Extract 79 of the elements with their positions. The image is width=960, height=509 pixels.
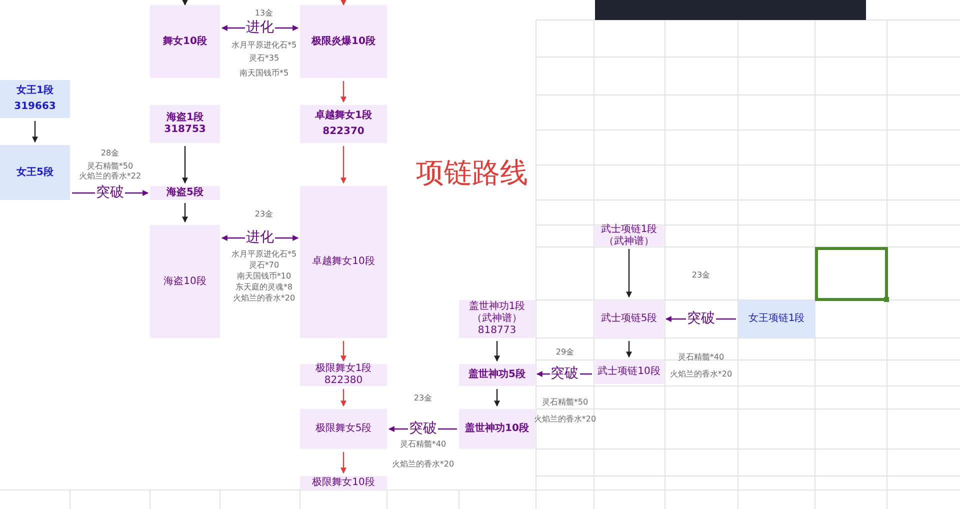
level-box [300,476,387,490]
level-name: 319663 [14,101,56,113]
cost-note: 23金 [692,270,710,280]
edge-label: 突破 [95,185,125,201]
level-name: 舞女10段 [163,36,207,48]
level-box-highlighted [0,80,70,118]
level-name: 极限舞女1段 822380 [314,363,373,387]
cost-note: 23金 [414,392,432,404]
level-name: 海盗1段 318753 [163,112,207,136]
cost-note: 水月平原进化石*5 [231,248,297,260]
edge-label: 突破 [408,421,438,437]
level-box [300,186,387,338]
edge-label: 突破 [550,366,580,382]
edge-label: 突破 [686,311,716,327]
level-name: 海盗5段 [166,187,204,199]
level-box [150,225,220,338]
cost-note: 火焰兰的香水*20 [534,414,596,424]
level-name: 武士项链5段 [600,313,658,325]
level-box [300,409,387,449]
cost-note: 火焰兰的香水*20 [232,292,296,304]
arrow [182,0,188,6]
level-name: 女王5段 [16,166,54,178]
level-box [459,300,535,338]
level-name: 女王项链1段 [748,313,805,325]
cost-note: 东天庭的灵魂*8 [235,282,293,292]
level-box-highlighted [0,145,70,200]
edge-label: 进化 [245,230,275,246]
level-name: 卓越舞女1段 [315,110,372,122]
level-name: 盖世神功5段 [468,369,526,381]
level-name: 极限舞女10段 [312,477,375,489]
level-name: 极限舞女5段 [315,423,372,435]
cost-note: 13金 [254,8,274,18]
arrow [182,203,188,223]
level-name: 海盗10段 [164,276,206,288]
level-box-highlighted [738,300,815,338]
arrow [340,341,346,362]
level-box [459,364,535,386]
level-name: 盖世神功1段（武神谱） 818773 [468,301,526,337]
level-box [150,186,220,200]
diagram-heading: 项链路线 [416,155,528,191]
cost-note: 灵石精髓*40 [400,438,446,450]
arrow [494,389,500,407]
arrow [494,341,500,362]
level-name: 822370 [322,126,364,138]
cost-note: 灵石*35 [248,52,280,64]
cost-note: 水月平原进化石*5 [231,40,297,50]
level-name: 武士项链10段 [598,366,660,378]
cost-note: 火焰兰的香水*20 [392,458,454,470]
level-box [594,300,664,338]
cost-note: 灵石精髓*40 [678,352,724,362]
arrow [340,452,346,474]
level-name: 女王1段 [16,85,54,97]
cost-note: 灵石精髓*50 [86,160,134,172]
level-name: 盖世神功10段 [465,423,529,435]
edge-label: 进化 [245,20,275,36]
arrow [182,146,188,184]
cost-note: 火焰兰的香水*22 [78,170,142,182]
level-name: 武士项链1段（武神谱） [600,224,658,248]
arrow [340,146,346,184]
arrow [626,341,632,358]
arrow [340,389,346,407]
cost-note: 南天国钱币*5 [239,68,289,78]
level-name: 极限炎爆10段 [312,36,376,48]
level-box [150,5,220,78]
cost-note: 灵石精髓*50 [542,396,588,408]
arrow [340,81,346,103]
cost-note: 火焰兰的香水*20 [670,368,732,380]
cost-note: 23金 [254,208,274,220]
cost-note: 南天国钱币*10 [236,270,292,282]
cost-note: 灵石*70 [248,260,280,270]
arrow [32,121,38,143]
arrow [626,249,632,298]
level-box [594,360,664,384]
level-box [300,5,387,78]
level-box [459,409,535,449]
level-name: 卓越舞女10段 [312,256,375,268]
cost-note: 28金 [100,148,120,158]
cost-note: 29金 [556,346,574,358]
arrow [340,0,346,6]
